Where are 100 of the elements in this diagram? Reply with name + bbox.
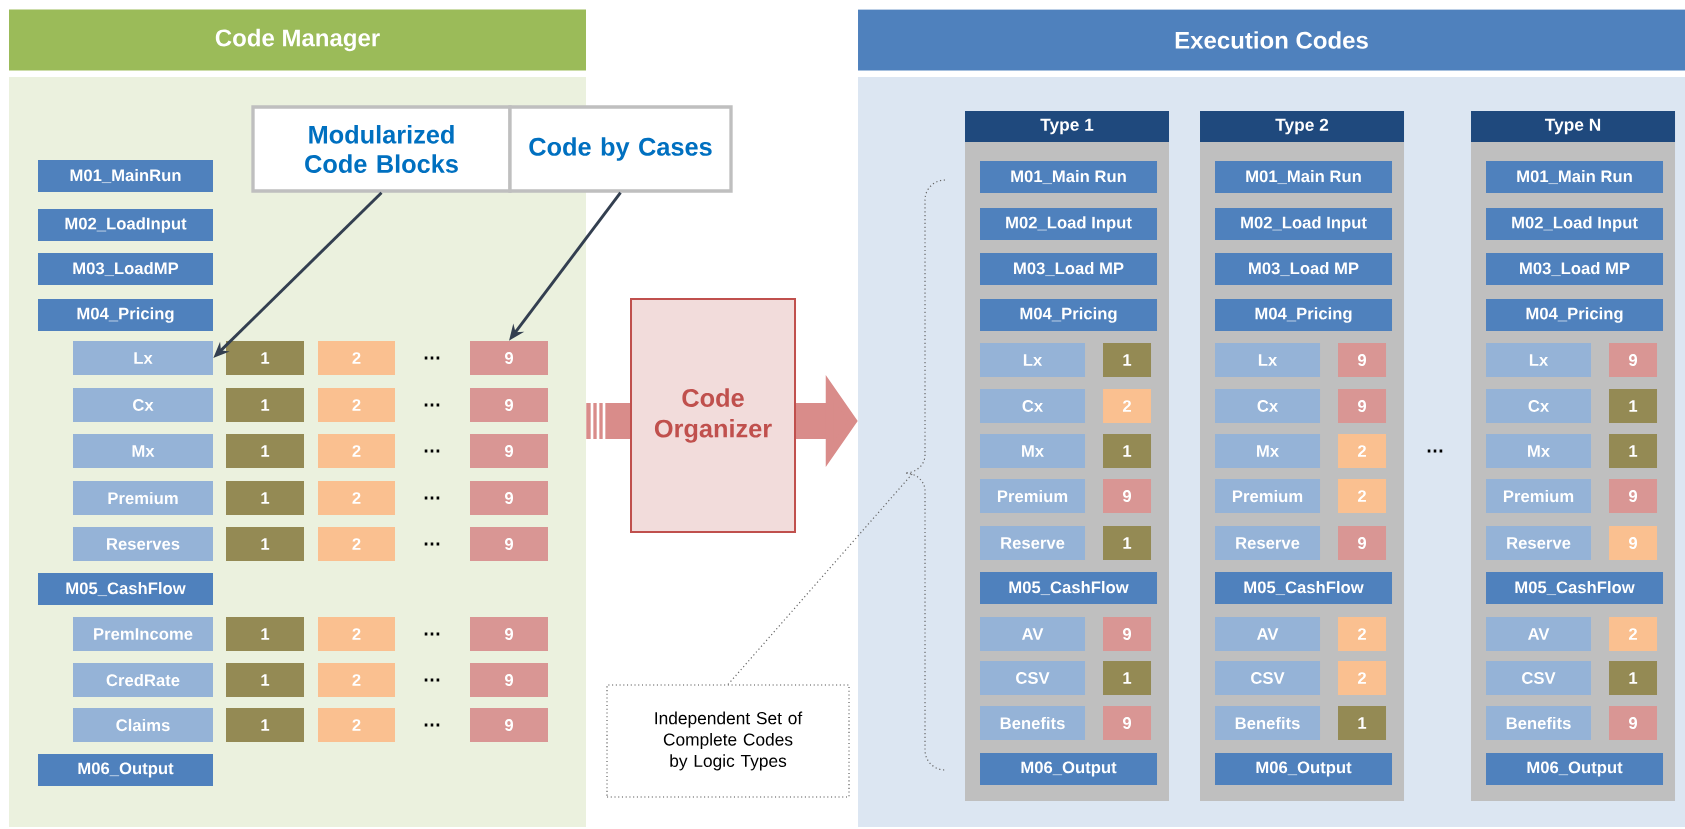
- ellipsis: …: [424, 496, 440, 500]
- case-cell: 2: [318, 617, 395, 651]
- module-box: M03_Load MP: [1486, 253, 1663, 285]
- submodule-box: Benefits: [1215, 706, 1320, 740]
- case-cell: 9: [1103, 479, 1151, 513]
- ellipsis: …: [1427, 449, 1443, 453]
- case-cell: 9: [1338, 526, 1386, 560]
- module-box: M03_LoadMP: [38, 253, 213, 285]
- module-box: M04_Pricing: [980, 299, 1157, 331]
- case-cell: 1: [1609, 434, 1657, 468]
- module-box: M02_Load Input: [1215, 208, 1392, 240]
- case-cell: 1: [226, 617, 304, 651]
- case-cell: 2: [318, 434, 395, 468]
- case-cell: 9: [1609, 479, 1657, 513]
- case-cell: 9: [1609, 706, 1657, 740]
- case-cell: 2: [1609, 617, 1657, 651]
- case-cell: 1: [226, 388, 304, 422]
- case-cell: 2: [1338, 434, 1386, 468]
- submodule-box: AV: [980, 617, 1085, 651]
- organizer-box: Code Organizer: [630, 298, 796, 533]
- callout-box: Modularized Code Blocks: [251, 105, 512, 193]
- case-cell: 2: [1338, 661, 1386, 695]
- case-cell: 9: [1609, 343, 1657, 377]
- submodule-box: Benefits: [1486, 706, 1591, 740]
- module-box: M06_Output: [980, 753, 1157, 785]
- submodule-box: Cx: [980, 389, 1085, 423]
- note-box: Independent Set of Complete Codes by Logic Types: [606, 684, 850, 798]
- case-cell: 9: [1338, 389, 1386, 423]
- case-cell: 9: [470, 341, 548, 375]
- submodule-box: Mx: [1486, 434, 1591, 468]
- case-cell: 9: [1103, 706, 1151, 740]
- module-box: M05_CashFlow: [1215, 572, 1392, 604]
- module-box: M03_Load MP: [1215, 253, 1392, 285]
- column-header: Type N: [1471, 111, 1675, 142]
- submodule-box: CSV: [1215, 661, 1320, 695]
- submodule-box: Premium: [73, 481, 213, 515]
- case-cell: 9: [470, 663, 548, 697]
- submodule-box: Premium: [1486, 479, 1591, 513]
- module-box: M02_Load Input: [980, 208, 1157, 240]
- submodule-box: Lx: [1486, 343, 1591, 377]
- case-cell: 9: [470, 708, 548, 742]
- submodule-box: Mx: [73, 434, 213, 468]
- case-cell: 1: [226, 341, 304, 375]
- module-box: M02_LoadInput: [38, 209, 213, 241]
- case-cell: 1: [1609, 389, 1657, 423]
- submodule-box: Reserve: [980, 526, 1085, 560]
- module-box: M01_Main Run: [1486, 161, 1663, 193]
- ellipsis: …: [424, 403, 440, 407]
- ellipsis: …: [424, 678, 440, 682]
- callout-box: Code by Cases: [508, 105, 733, 193]
- case-cell: 2: [318, 527, 395, 561]
- case-cell: 9: [1609, 526, 1657, 560]
- submodule-box: Reserve: [1486, 526, 1591, 560]
- submodule-box: Lx: [980, 343, 1085, 377]
- ellipsis: …: [424, 723, 440, 727]
- ellipsis: …: [424, 632, 440, 636]
- case-cell: 1: [226, 527, 304, 561]
- case-cell: 2: [1338, 479, 1386, 513]
- case-cell: 9: [470, 527, 548, 561]
- case-cell: 2: [318, 663, 395, 697]
- case-cell: 1: [1103, 661, 1151, 695]
- case-cell: 2: [318, 388, 395, 422]
- leader-line: [727, 472, 914, 686]
- case-cell: 1: [226, 663, 304, 697]
- case-cell: 1: [226, 434, 304, 468]
- case-cell: 1: [1103, 526, 1151, 560]
- case-cell: 9: [470, 434, 548, 468]
- case-cell: 9: [1103, 617, 1151, 651]
- case-cell: 2: [318, 481, 395, 515]
- submodule-box: Mx: [980, 434, 1085, 468]
- submodule-box: CSV: [1486, 661, 1591, 695]
- module-box: M06_Output: [38, 754, 213, 786]
- submodule-box: Lx: [73, 341, 213, 375]
- submodule-box: AV: [1486, 617, 1591, 651]
- module-box: M01_Main Run: [980, 161, 1157, 193]
- module-box: M04_Pricing: [38, 299, 213, 331]
- module-box: M05_CashFlow: [980, 572, 1157, 604]
- submodule-box: Cx: [1486, 389, 1591, 423]
- submodule-box: Reserve: [1215, 526, 1320, 560]
- submodule-box: AV: [1215, 617, 1320, 651]
- submodule-box: PremIncome: [73, 617, 213, 651]
- submodule-box: Claims: [73, 708, 213, 742]
- module-box: M01_Main Run: [1215, 161, 1392, 193]
- submodule-box: Lx: [1215, 343, 1320, 377]
- submodule-box: CredRate: [73, 663, 213, 697]
- case-cell: 2: [318, 341, 395, 375]
- module-box: M05_CashFlow: [38, 573, 213, 605]
- submodule-box: Benefits: [980, 706, 1085, 740]
- case-cell: 1: [1338, 706, 1386, 740]
- submodule-box: Premium: [1215, 479, 1320, 513]
- module-box: M02_Load Input: [1486, 208, 1663, 240]
- case-cell: 1: [1609, 661, 1657, 695]
- module-box: M03_Load MP: [980, 253, 1157, 285]
- module-box: M04_Pricing: [1215, 299, 1392, 331]
- module-box: M05_CashFlow: [1486, 572, 1663, 604]
- case-cell: 2: [318, 708, 395, 742]
- case-cell: 1: [226, 481, 304, 515]
- submodule-box: Cx: [73, 388, 213, 422]
- module-box: M04_Pricing: [1486, 299, 1663, 331]
- submodule-box: Mx: [1215, 434, 1320, 468]
